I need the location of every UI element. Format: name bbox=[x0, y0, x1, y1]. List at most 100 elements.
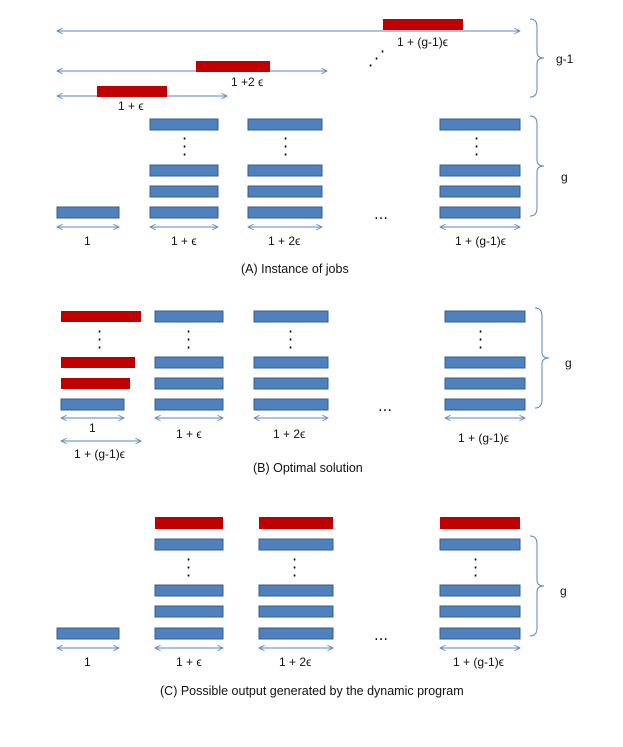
red-job bbox=[97, 86, 167, 97]
blue-job bbox=[439, 164, 521, 177]
label-width-3: 1 + 2ϵ bbox=[268, 234, 300, 248]
label-width-1: 1 bbox=[84, 234, 91, 248]
blue-job bbox=[247, 118, 323, 131]
blue-job bbox=[439, 538, 521, 551]
blue-job bbox=[60, 398, 125, 411]
red-job bbox=[259, 517, 333, 529]
panel-a: 1 + (g-1)ϵ 1 +2 ϵ 1 + ϵ · · · g-1 · · · … bbox=[56, 18, 574, 276]
brace-g bbox=[529, 535, 545, 637]
vertical-dot: · bbox=[182, 129, 187, 148]
red-job bbox=[383, 19, 463, 30]
vertical-dot: · bbox=[186, 550, 191, 569]
blue-job bbox=[154, 584, 224, 597]
red-job bbox=[61, 311, 141, 322]
blue-job bbox=[444, 377, 526, 390]
blue-job bbox=[56, 206, 120, 219]
blue-job bbox=[439, 627, 521, 640]
label-width-4: 1 + (g-1)ϵ bbox=[455, 234, 506, 248]
vertical-dot: · bbox=[97, 338, 102, 357]
vertical-dot: · bbox=[473, 550, 478, 569]
blue-job bbox=[444, 398, 526, 411]
blue-job bbox=[154, 310, 224, 323]
horizontal-ellipsis: … bbox=[378, 399, 392, 415]
blue-job bbox=[253, 310, 329, 323]
brace-label-g: g bbox=[565, 356, 572, 370]
vertical-dot: · bbox=[292, 558, 297, 577]
blue-job bbox=[154, 605, 224, 618]
blue-job bbox=[154, 627, 224, 640]
vertical-dot: · bbox=[474, 129, 479, 148]
horizontal-ellipsis: … bbox=[374, 628, 388, 644]
panel-c: · · · · · · · · · … g 1 1 + ϵ 1 + 2ϵ bbox=[57, 517, 567, 698]
blue-job bbox=[258, 627, 334, 640]
vertical-dot: · bbox=[182, 145, 187, 164]
label-width-2: 1 + ϵ bbox=[171, 234, 197, 248]
vertical-dot: · bbox=[478, 322, 483, 341]
vertical-dot: · bbox=[186, 330, 191, 349]
blue-job bbox=[439, 185, 521, 198]
blue-job bbox=[253, 398, 329, 411]
label-width-3: 1 + 2ϵ bbox=[273, 427, 305, 441]
blue-job bbox=[439, 605, 521, 618]
vertical-dot: · bbox=[478, 338, 483, 357]
vertical-dot: · bbox=[283, 137, 288, 156]
blue-job bbox=[149, 164, 219, 177]
red-job bbox=[61, 378, 130, 389]
vertical-dot: · bbox=[473, 558, 478, 577]
diagonal-dot: · bbox=[368, 56, 373, 75]
blue-job bbox=[149, 118, 219, 131]
blue-job bbox=[154, 356, 224, 369]
brace-g bbox=[534, 307, 550, 409]
vertical-dot: · bbox=[186, 558, 191, 577]
vertical-dot: · bbox=[292, 550, 297, 569]
label-top-mid: 1 +2 ϵ bbox=[231, 75, 263, 89]
red-job bbox=[61, 357, 135, 368]
vertical-dot: · bbox=[186, 566, 191, 585]
panel-b: · · · · · · · · · · · · … g bbox=[60, 307, 572, 475]
blue-job bbox=[149, 206, 219, 219]
vertical-dot: · bbox=[283, 129, 288, 148]
blue-job bbox=[439, 118, 521, 131]
brace-g-minus-1 bbox=[529, 18, 545, 98]
vertical-dot: · bbox=[292, 566, 297, 585]
horizontal-ellipsis: … bbox=[374, 207, 388, 223]
blue-job bbox=[253, 356, 329, 369]
blue-job bbox=[253, 377, 329, 390]
vertical-dot: · bbox=[186, 338, 191, 357]
red-job bbox=[196, 61, 270, 72]
label-width-1: 1 bbox=[84, 655, 91, 669]
vertical-dot: · bbox=[186, 322, 191, 341]
label-top-long: 1 + (g-1)ϵ bbox=[397, 35, 448, 49]
vertical-dot: · bbox=[182, 137, 187, 156]
label-width-first-total: 1 + (g-1)ϵ bbox=[74, 447, 125, 461]
blue-job bbox=[258, 584, 334, 597]
caption-c: (C) Possible output generated by the dyn… bbox=[160, 684, 464, 698]
label-top-short: 1 + ϵ bbox=[118, 99, 144, 113]
blue-job bbox=[154, 538, 224, 551]
red-job bbox=[440, 517, 520, 529]
label-width-1: 1 bbox=[89, 421, 96, 435]
brace-label-g: g bbox=[561, 170, 568, 184]
vertical-dot: · bbox=[474, 145, 479, 164]
blue-job bbox=[247, 164, 323, 177]
label-width-2: 1 + ϵ bbox=[176, 655, 202, 669]
label-width-4: 1 + (g-1)ϵ bbox=[453, 655, 504, 669]
blue-job bbox=[154, 377, 224, 390]
caption-b: (B) Optimal solution bbox=[253, 461, 363, 475]
label-width-4: 1 + (g-1)ϵ bbox=[458, 431, 509, 445]
caption-a: (A) Instance of jobs bbox=[241, 262, 349, 276]
brace-label-g: g bbox=[560, 584, 567, 598]
diagonal-dot: · bbox=[380, 42, 385, 61]
blue-job bbox=[439, 206, 521, 219]
blue-job bbox=[149, 185, 219, 198]
vertical-dot: · bbox=[288, 338, 293, 357]
red-job bbox=[155, 517, 223, 529]
vertical-dot: · bbox=[283, 145, 288, 164]
vertical-dot: · bbox=[473, 566, 478, 585]
blue-job bbox=[258, 605, 334, 618]
vertical-dot: · bbox=[288, 330, 293, 349]
brace-g bbox=[529, 115, 545, 217]
blue-job bbox=[247, 206, 323, 219]
blue-job bbox=[444, 356, 526, 369]
